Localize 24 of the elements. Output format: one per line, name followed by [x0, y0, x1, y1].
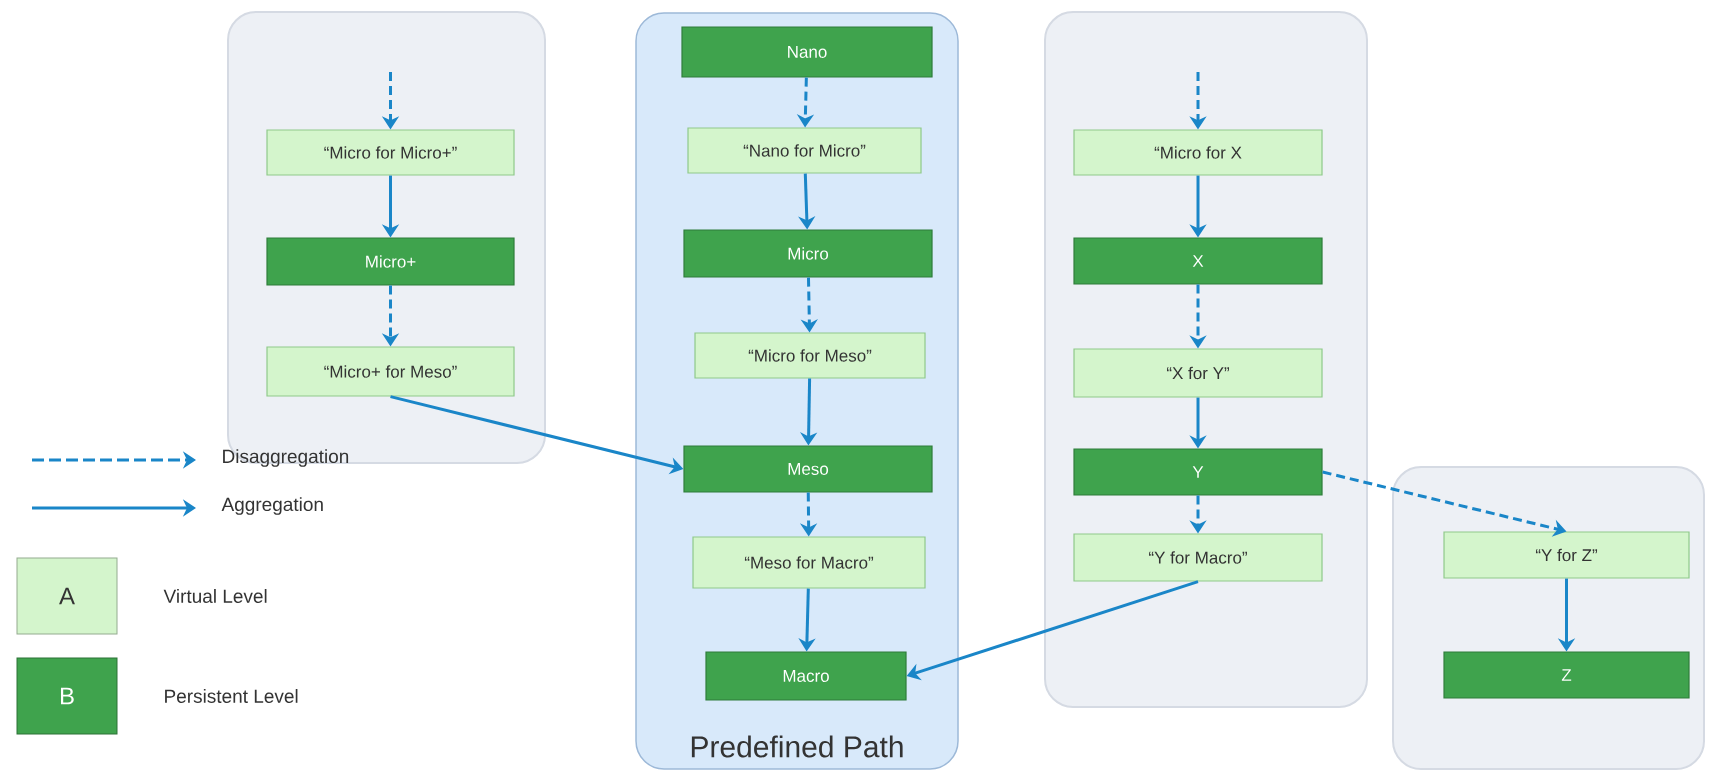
virtual-level-box: “Y for Z” — [1443, 531, 1690, 579]
legend-label: Disaggregation — [223, 449, 349, 467]
virtual-level-box: “Meso for Macro” — [692, 536, 926, 589]
virtual-level-box: “Micro for X — [1073, 129, 1323, 176]
swatch-letter: A — [59, 587, 75, 605]
virtual-level-box: “Nano for Micro” — [687, 127, 922, 174]
persistent-level-box: Meso — [683, 445, 933, 493]
legend-label: Persistent Level — [165, 689, 298, 703]
virtual-level-box: “Y for Macro” — [1073, 533, 1323, 582]
swatch-letter: B — [61, 687, 74, 705]
persistent-level-box: Y — [1073, 448, 1323, 496]
legend-label: Aggregation — [221, 497, 323, 515]
panel-title: Predefined Path — [691, 735, 903, 758]
legend-label: Virtual Level — [163, 589, 267, 603]
persistent-level-box: Z — [1443, 651, 1690, 699]
persistent-level-box: Micro — [683, 229, 933, 278]
virtual-level-box: “X for Y” — [1073, 348, 1323, 398]
virtual-level-box: “Micro+ for Meso” — [266, 346, 515, 397]
persistent-level-box: Micro+ — [266, 237, 515, 286]
persistent-level-box: Macro — [705, 651, 907, 701]
persistent-level-box: X — [1073, 237, 1323, 285]
virtual-level-box: “Micro for Meso” — [694, 332, 926, 379]
persistent-level-box: Nano — [681, 26, 933, 78]
virtual-level-box: “Micro for Micro+” — [266, 129, 515, 176]
